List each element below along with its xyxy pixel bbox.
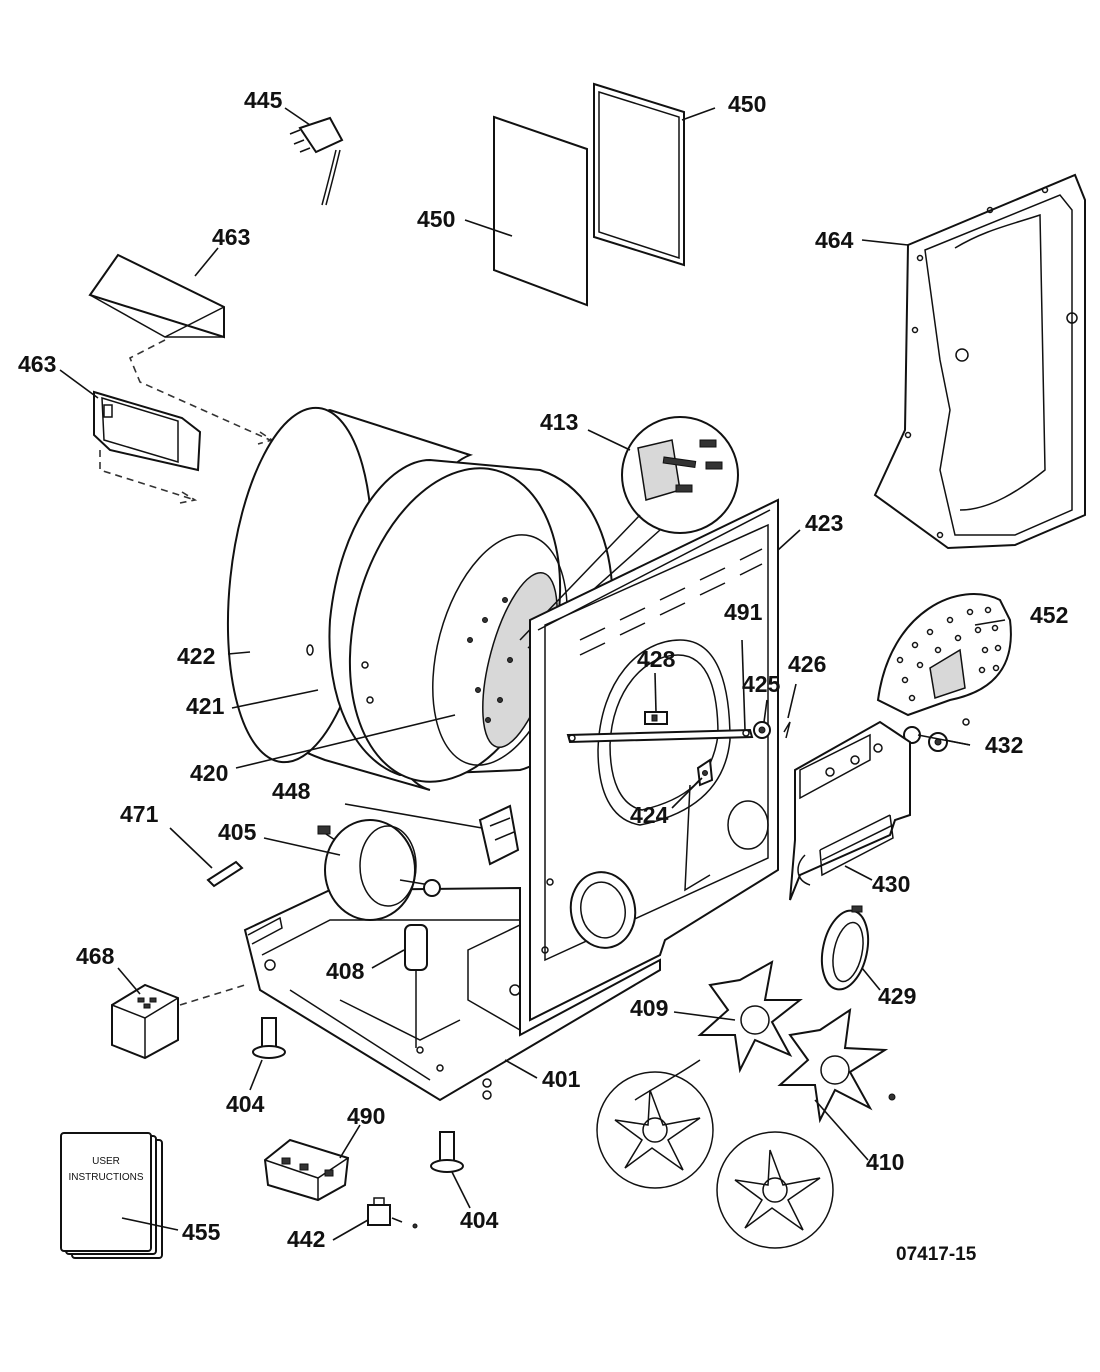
- label-445: 445: [244, 87, 283, 113]
- blower-wheel-410: [716, 1007, 896, 1249]
- label-442: 442: [287, 1226, 325, 1252]
- label-468: 468: [76, 943, 115, 969]
- label-420: 420: [190, 760, 228, 786]
- label-423: 423: [805, 510, 843, 536]
- label-464: 464: [815, 227, 854, 253]
- duct-cover-464: [873, 173, 1086, 550]
- label-413: 413: [540, 409, 578, 435]
- label-448: 448: [272, 778, 311, 804]
- label-452: 452: [1030, 602, 1068, 628]
- label-422: 422: [177, 643, 215, 669]
- block-468: [111, 983, 246, 1060]
- diagram-code: 07417-15: [896, 1244, 977, 1265]
- leader-lines: [59, 107, 1006, 1241]
- foot-404-left: [252, 1017, 286, 1059]
- tie-bar-491: [566, 728, 754, 744]
- belt-471: [206, 860, 244, 888]
- user-manual-455: USER INSTRUCTIONS: [60, 1132, 163, 1259]
- label-455: 455: [182, 1219, 221, 1245]
- label-463-lower: 463: [18, 351, 56, 377]
- label-426: 426: [788, 651, 826, 677]
- label-410: 410: [866, 1149, 904, 1175]
- manual-title-line2: INSTRUCTIONS: [69, 1172, 144, 1183]
- duct-ring-429: [820, 905, 870, 991]
- label-490: 490: [347, 1103, 385, 1129]
- bracket-424: [696, 758, 714, 787]
- valve-448: [478, 804, 520, 866]
- label-404-left: 404: [226, 1091, 265, 1117]
- power-cord-445: [289, 116, 344, 206]
- label-409: 409: [630, 995, 668, 1021]
- thermostats-432: [903, 718, 970, 752]
- capacitor-408: [404, 924, 428, 1048]
- label-401: 401: [542, 1066, 581, 1092]
- vent-wedge-463: [88, 253, 225, 339]
- label-425: 425: [742, 671, 781, 697]
- blower-wheel-409: [596, 960, 803, 1189]
- label-405: 405: [218, 819, 257, 845]
- panel-450-back: [493, 115, 588, 307]
- terminal-block-490: [263, 1138, 350, 1202]
- label-424: 424: [630, 802, 669, 828]
- label-471: 471: [120, 801, 159, 827]
- panel-450-front: [593, 82, 685, 267]
- label-404-right: 404: [460, 1207, 499, 1233]
- part-number-labels: 445 450 450 463 463 464 413 423 452 491 …: [18, 87, 1068, 1265]
- manual-title-line1: USER: [92, 1156, 120, 1167]
- fuse-442: [367, 1197, 418, 1229]
- rear-panel-423: [529, 498, 779, 1022]
- switch-428: [644, 711, 668, 725]
- label-421: 421: [186, 693, 225, 719]
- label-432: 432: [985, 732, 1023, 758]
- label-491: 491: [724, 599, 763, 625]
- label-430: 430: [872, 871, 910, 897]
- motor-405: [317, 819, 441, 921]
- clip-426: [783, 721, 791, 739]
- vent-box-463: [93, 390, 202, 472]
- foot-404-right: [430, 1131, 464, 1173]
- base-401: [243, 886, 661, 1102]
- heater-430: [789, 720, 911, 901]
- label-450-upper: 450: [728, 91, 766, 117]
- roller-425: [753, 721, 771, 739]
- label-450-lower: 450: [417, 206, 455, 232]
- lint-screen-452: [876, 593, 1012, 717]
- label-428: 428: [637, 646, 676, 672]
- label-429: 429: [878, 983, 916, 1009]
- label-463-upper: 463: [212, 224, 250, 250]
- label-408: 408: [326, 958, 365, 984]
